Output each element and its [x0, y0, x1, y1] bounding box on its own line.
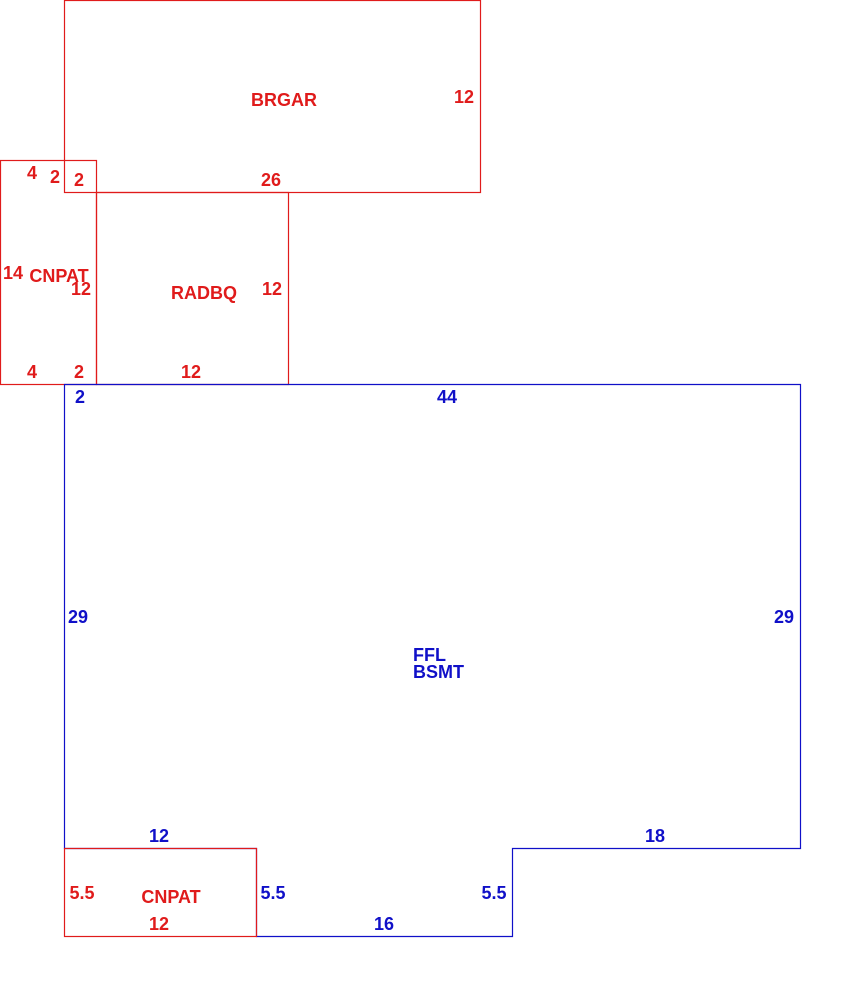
cnpat-left-area: CNPAT 4 2 14 12 4 2	[0, 159, 98, 386]
radbq-dim-bottom: 12	[181, 362, 201, 382]
cnpat-bottom-area: CNPAT 5.5 12	[63, 847, 258, 938]
main-dim-bottom-right: 18	[645, 826, 665, 846]
cnpat-bottom-dim-left: 5.5	[69, 883, 94, 903]
radbq-label: RADBQ	[171, 283, 237, 303]
main-dim-notch-right: 5.5	[481, 883, 506, 903]
main-dim-right: 29	[774, 607, 794, 627]
brgar-label: BRGAR	[251, 90, 317, 110]
cnpat-left-dim-left: 14	[3, 263, 23, 283]
cnpat-bottom-outline	[63, 847, 258, 938]
cnpat-bottom-dim-bottom: 12	[149, 914, 169, 934]
brgar-area: BRGAR 12 26 2	[63, 0, 482, 194]
cnpat-left-label: CNPAT	[29, 266, 88, 286]
cnpat-left-dim-top: 4	[27, 163, 37, 183]
main-area: FFL BSMT 44 2 29 29 12 5.5 16 5.5 18	[63, 383, 802, 938]
cnpat-left-dim-right: 12	[71, 279, 91, 299]
brgar-dim-right: 12	[454, 87, 474, 107]
cnpat-left-dim-bottom: 4	[27, 362, 37, 382]
cnpat-left-dim-top-step: 2	[50, 167, 60, 187]
main-dim-top-left: 2	[75, 387, 85, 407]
main-area-label-bsmt: BSMT	[413, 662, 464, 682]
radbq-dim-right: 12	[262, 279, 282, 299]
main-dim-notch-bottom: 16	[374, 914, 394, 934]
main-dim-notch-left: 5.5	[260, 883, 285, 903]
cnpat-left-dim-bottom-step: 2	[74, 362, 84, 382]
brgar-dim-bottom-left: 2	[74, 170, 84, 190]
brgar-dim-bottom: 26	[261, 170, 281, 190]
main-area-label-ffl: FFL	[413, 645, 446, 665]
radbq-area: RADBQ 12 12	[95, 191, 290, 386]
main-dim-left: 29	[68, 607, 88, 627]
cnpat-bottom-label: CNPAT	[141, 887, 200, 907]
main-dim-bottom-left: 12	[149, 826, 169, 846]
main-dim-top: 44	[437, 387, 457, 407]
